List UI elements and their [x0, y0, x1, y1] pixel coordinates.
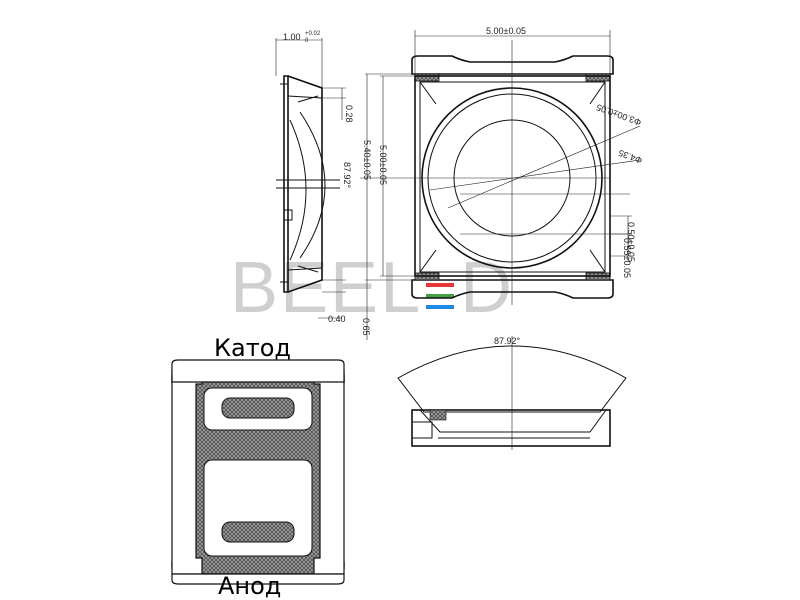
dim-height-outer: 5.40±0.05: [362, 140, 372, 180]
watermark: BEEL D: [230, 248, 514, 328]
dim-width: 5.00±0.05: [486, 26, 526, 36]
top-view: 5.00±0.05 Φ3.00±0.05 Φ4.35 0.50±0.05 0.5…: [360, 26, 644, 340]
watermark-stripe-blue: [426, 305, 454, 309]
dim-lens-angle-side: 87.92°: [342, 162, 352, 189]
cathode-label: Катод: [214, 334, 291, 362]
watermark-text-right: D: [460, 248, 514, 328]
dim-top-offset: 0.28: [344, 105, 354, 123]
dim-base-offset: 0.40: [328, 314, 346, 324]
side-view: 1.00 +0.02 0 0.28 87.92° 0.40: [275, 31, 354, 324]
footprint-view: Катод Анод: [171, 334, 345, 600]
dim-thickness-tol: +0.02: [305, 31, 321, 37]
dim-lens-angle-front: 87.92°: [494, 336, 521, 346]
dim-pad-b: 0.55±0.05: [622, 238, 632, 278]
anode-label: Анод: [218, 572, 281, 600]
watermark-stripe-red: [426, 283, 454, 287]
dim-thickness-tol2: 0: [305, 38, 309, 44]
dim-lead: 0.65: [361, 318, 371, 336]
dim-pad-a: 0.50±0.05: [626, 222, 636, 262]
front-view: 87.92°: [397, 336, 627, 450]
dim-thickness: 1.00: [283, 32, 301, 42]
watermark-text-left: BEEL: [230, 248, 422, 328]
dim-height-inner: 5.00±0.05: [378, 145, 388, 185]
dim-lens-diameter: Φ3.00±0.05: [595, 102, 643, 128]
watermark-stripe-green: [426, 294, 454, 298]
